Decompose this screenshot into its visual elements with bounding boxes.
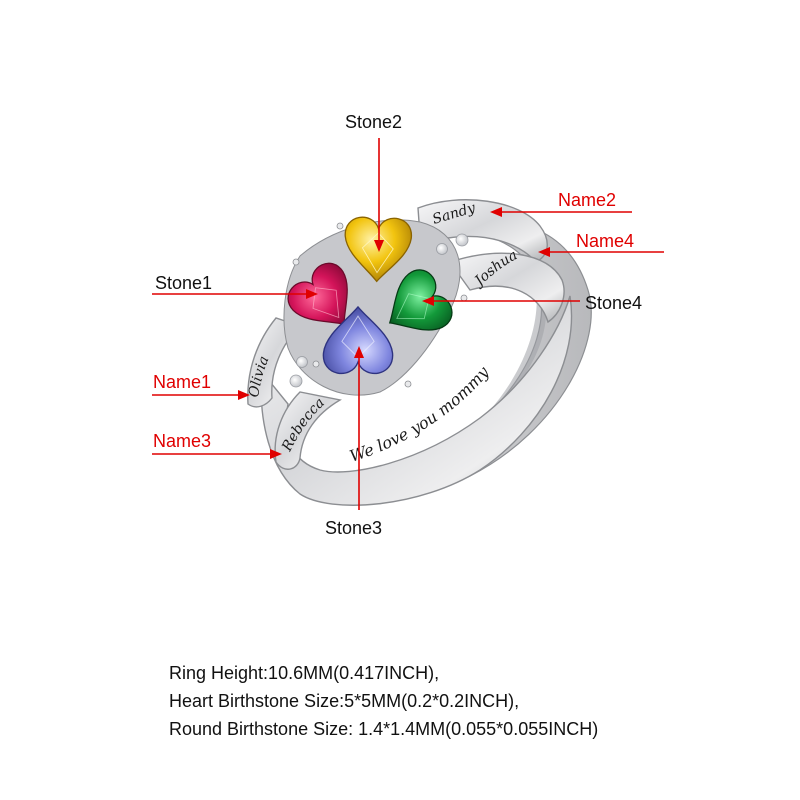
ring-left-band-lower (274, 391, 342, 470)
specifications: Ring Height:10.6MM(0.417INCH), Heart Bir… (169, 659, 789, 743)
side-stones (289, 233, 469, 388)
ring-upper-band (417, 199, 548, 263)
label-stone2: Stone2 (345, 112, 402, 132)
callout-lines (152, 138, 664, 510)
stone1-ruby-heart (281, 256, 370, 345)
arrowhead-stone4 (422, 296, 434, 306)
ring-middle-band (448, 252, 565, 324)
arrowhead-name2 (490, 207, 502, 217)
round-stone (455, 233, 469, 247)
arrowhead-name1 (238, 390, 250, 400)
heart-stones (281, 215, 468, 388)
round-stone (296, 356, 308, 368)
prong (312, 360, 320, 368)
arrowhead-stone1 (306, 289, 318, 299)
callout-labels: Stone2 Stone1 Stone4 Stone3 Name2 Name4 … (153, 112, 642, 538)
stone2-citrine-heart (342, 215, 413, 284)
stone4-emerald-heart (372, 263, 459, 351)
prong (292, 258, 300, 266)
arrowhead-name4 (538, 247, 550, 257)
label-stone4: Stone4 (585, 293, 642, 313)
label-stone3: Stone3 (325, 518, 382, 538)
arrowhead-name3 (270, 449, 282, 459)
arrowhead-stone2 (374, 240, 384, 252)
label-name1: Name1 (153, 372, 211, 392)
arrowhead-stone3 (354, 346, 364, 358)
stone3-tanzanite-heart (322, 306, 394, 375)
prong (404, 380, 412, 388)
prong (336, 222, 344, 230)
spec-ring-height: Ring Height:10.6MM(0.417INCH), (169, 663, 440, 683)
prong (460, 294, 468, 302)
round-stone (289, 374, 303, 388)
label-name4: Name4 (576, 231, 634, 251)
spec-round-birthstone-size: Round Birthstone Size: 1.4*1.4MM(0.055*0… (169, 719, 599, 739)
ring-main-band (260, 295, 573, 506)
round-stone (436, 243, 448, 255)
label-name2: Name2 (558, 190, 616, 210)
label-stone1: Stone1 (155, 273, 212, 293)
label-name3: Name3 (153, 431, 211, 451)
ring (247, 199, 592, 506)
spec-heart-birthstone-size: Heart Birthstone Size:5*5MM(0.2*0.2INCH)… (169, 691, 520, 711)
